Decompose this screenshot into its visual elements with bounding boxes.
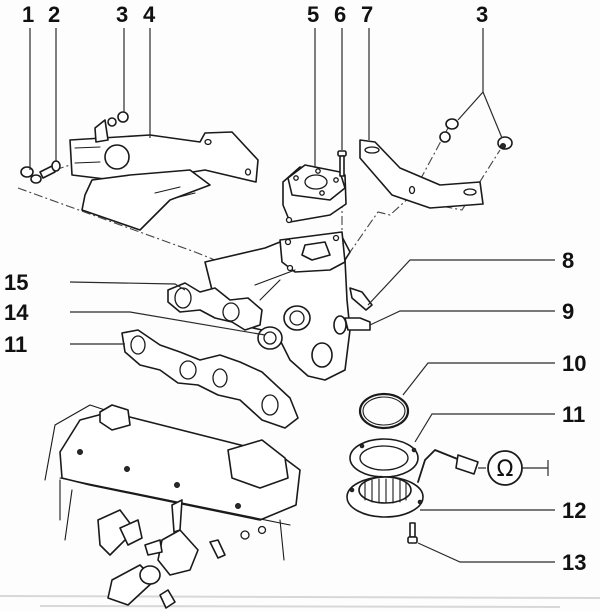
scan-artifacts — [0, 595, 600, 608]
callout-15: 15 — [4, 270, 28, 295]
callout-6: 6 — [334, 2, 346, 27]
part-11-heater-ring — [349, 438, 419, 481]
leader-lines — [29, 28, 555, 563]
intake-manifold — [204, 231, 351, 381]
callout-10: 10 — [562, 351, 586, 376]
callout-4: 4 — [143, 2, 156, 27]
pump-assembly — [97, 499, 226, 609]
part-10-o-ring — [358, 392, 410, 430]
callout-9: 9 — [562, 299, 574, 324]
ohmmeter-icon: Ω — [478, 450, 549, 486]
part-3-nut-left — [107, 111, 129, 127]
part-4-heat-shield — [69, 119, 259, 231]
part-6-bolt — [337, 150, 347, 177]
cylinder-head — [44, 404, 301, 561]
part-5-flange — [282, 164, 347, 224]
callout-labels: 1 2 3 4 5 6 7 3 8 9 10 11 12 13 15 14 11 — [4, 2, 586, 575]
part-3-nut-right — [439, 118, 513, 150]
part-12-heater-element — [346, 476, 424, 518]
callout-2: 2 — [48, 2, 60, 27]
callout-13: 13 — [562, 550, 586, 575]
part-13-screw — [407, 522, 418, 544]
callout-7: 7 — [361, 2, 373, 27]
part-2-bolt — [39, 160, 61, 179]
callout-1: 1 — [22, 2, 34, 27]
part-1-washer — [20, 166, 42, 184]
part-15-gasket — [167, 282, 263, 331]
callout-8: 8 — [562, 248, 574, 273]
callout-3-right: 3 — [476, 2, 488, 27]
part-11-gasket-left — [121, 329, 299, 429]
callout-14: 14 — [4, 300, 29, 325]
callout-5: 5 — [307, 2, 319, 27]
part-7-bracket — [359, 139, 484, 209]
heater-wire-connector — [417, 449, 479, 483]
callout-11-left: 11 — [4, 332, 27, 357]
callout-12: 12 — [562, 498, 586, 523]
part-8-sensor — [349, 287, 373, 311]
part-14-seal — [257, 326, 283, 350]
ohm-symbol: Ω — [497, 457, 514, 482]
callout-3: 3 — [116, 2, 128, 27]
callout-11-right: 11 — [562, 402, 585, 427]
part-9-sensor — [344, 317, 371, 331]
